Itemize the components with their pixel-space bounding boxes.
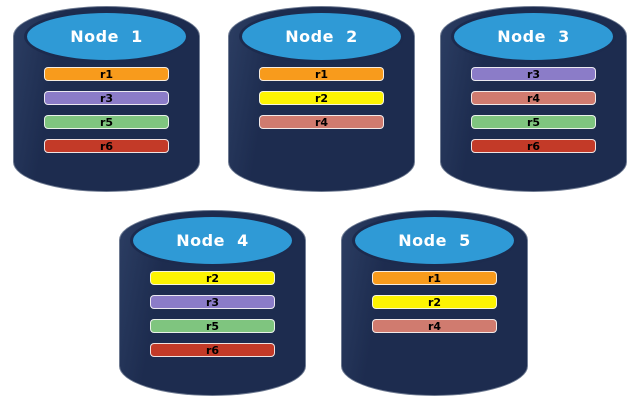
replica-list: r1 r2 r4	[341, 271, 528, 333]
cylinder-top-ellipse: Node 5	[352, 214, 517, 267]
cylinder-top-ellipse: Node 2	[239, 10, 404, 63]
cylinder-top-ellipse: Node 1	[24, 10, 189, 63]
replica-bar: r4	[471, 91, 596, 105]
database-cylinder: Node 2 r1 r2 r4	[228, 6, 415, 192]
cylinder-top-ellipse: Node 4	[130, 214, 295, 267]
node-label: Node 2	[285, 27, 358, 46]
replica-bar: r4	[372, 319, 497, 333]
replica-bar: r5	[471, 115, 596, 129]
replica-bar: r2	[372, 295, 497, 309]
replica-bar: r6	[44, 139, 169, 153]
replica-bar: r3	[44, 91, 169, 105]
replica-bar: r1	[44, 67, 169, 81]
node-label: Node 4	[176, 231, 249, 250]
node-label: Node 5	[398, 231, 471, 250]
database-cylinder: Node 4 r2 r3 r5 r6	[119, 210, 306, 396]
replica-bar: r6	[150, 343, 275, 357]
replica-bar: r2	[150, 271, 275, 285]
replica-bar: r3	[150, 295, 275, 309]
database-cylinder: Node 5 r1 r2 r4	[341, 210, 528, 396]
replica-list: r3 r4 r5 r6	[440, 67, 627, 153]
database-cylinder: Node 1 r1 r3 r5 r6	[13, 6, 200, 192]
database-cylinder: Node 3 r3 r4 r5 r6	[440, 6, 627, 192]
replica-bar: r1	[372, 271, 497, 285]
replica-bar: r5	[150, 319, 275, 333]
node-label: Node 3	[497, 27, 570, 46]
replica-bar: r6	[471, 139, 596, 153]
replica-bar: r5	[44, 115, 169, 129]
node-label: Node 1	[70, 27, 143, 46]
replica-list: r1 r2 r4	[228, 67, 415, 129]
replica-bar: r4	[259, 115, 384, 129]
cylinder-top-ellipse: Node 3	[451, 10, 616, 63]
replica-list: r1 r3 r5 r6	[13, 67, 200, 153]
replica-bar: r3	[471, 67, 596, 81]
replica-list: r2 r3 r5 r6	[119, 271, 306, 357]
replica-bar: r2	[259, 91, 384, 105]
replica-bar: r1	[259, 67, 384, 81]
